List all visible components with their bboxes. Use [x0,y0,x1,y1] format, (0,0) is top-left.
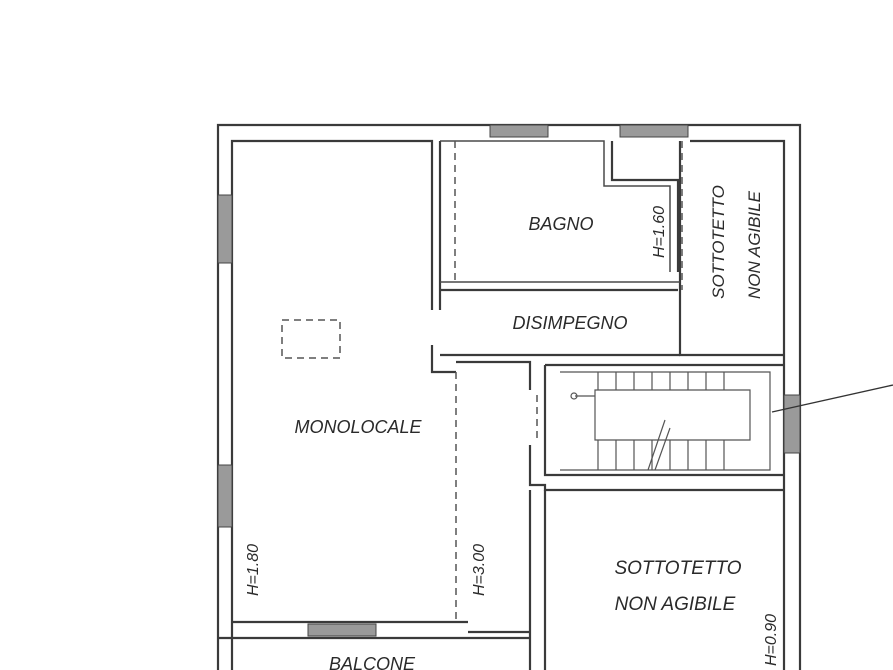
window-left-lower [217,464,233,528]
height-monolocale-right: H=3.00 [471,544,488,596]
label-sottotetto-top-1: SOTTOTETTO [709,185,728,299]
height-monolocale-left: H=1.80 [245,544,262,596]
window-top-left [489,124,549,138]
window-right-stair [783,394,801,454]
interior-walls [218,140,784,670]
label-monolocale: MONOLOCALE [294,417,422,437]
label-disimpegno: DISIMPEGNO [512,313,627,333]
label-sottotetto-bottom-1: SOTTOTETTO [614,558,741,579]
staircase [560,371,771,471]
leader-line [771,384,893,413]
label-sottotetto-top-2: NON AGIBILE [745,190,764,299]
label-balcone: BALCONE [329,654,416,670]
dashed-lines [454,141,683,622]
window-top-right [619,124,689,138]
windows [217,124,801,637]
window-balcony [307,623,377,637]
label-bagno: BAGNO [528,214,593,234]
window-left-upper [217,194,233,264]
height-sottotetto-bottom: H=0.90 [763,614,780,666]
label-sottotetto-bottom-2: NON AGIBILE [615,594,736,615]
height-bagno: H=1.60 [651,206,668,258]
skylight-marker [281,319,341,359]
